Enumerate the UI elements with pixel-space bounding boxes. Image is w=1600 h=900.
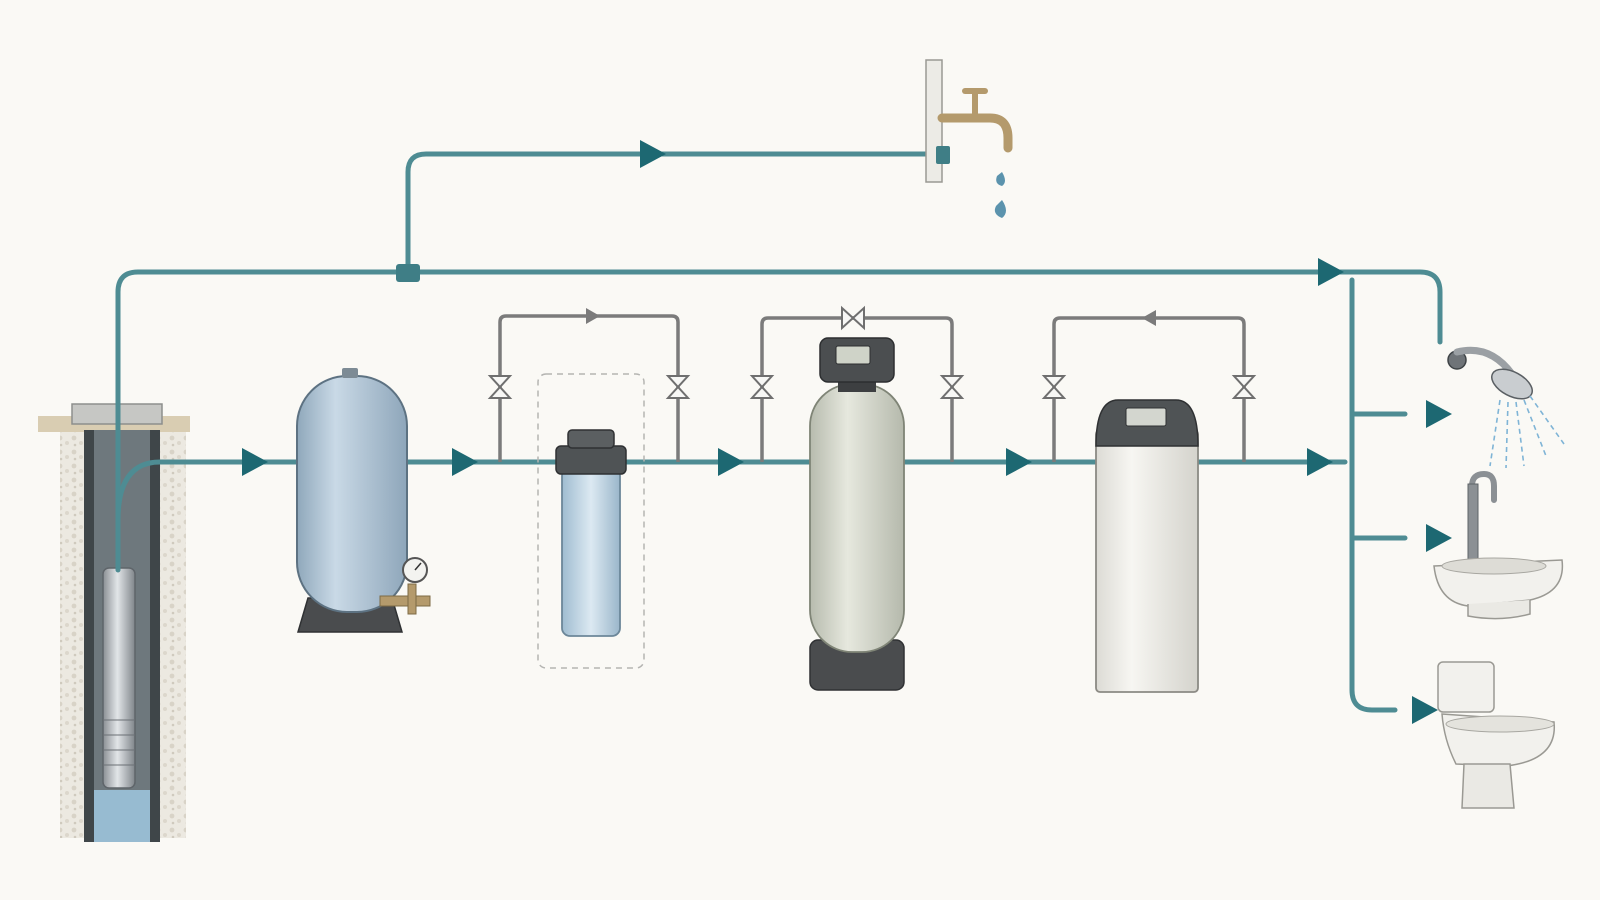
bypass-valve-icon <box>1041 375 1257 399</box>
water-drop-icon <box>996 172 1005 186</box>
shower-head-icon <box>1447 346 1565 469</box>
sink-icon <box>1433 470 1564 620</box>
spigot-branch-pipe <box>405 151 941 275</box>
submersible-pump-icon <box>102 567 136 789</box>
bypass-valve-icon <box>749 305 965 399</box>
faucet-icon <box>925 59 1013 218</box>
bypass-arrow <box>586 308 600 324</box>
toilet-icon <box>1437 661 1555 809</box>
flow-arrow <box>242 448 268 476</box>
water-drop-icon <box>994 200 1006 218</box>
bypass-arrow <box>1142 310 1156 326</box>
flow-arrow <box>452 448 478 476</box>
pressure-tank-icon <box>296 368 408 633</box>
flow-arrow <box>1412 696 1438 724</box>
flow-arrow <box>1006 448 1032 476</box>
filter-housing-outline <box>537 373 645 669</box>
cartridge-filter-icon <box>555 429 627 637</box>
flow-arrow <box>718 448 744 476</box>
pressure-gauge-icon <box>379 557 431 615</box>
media-tank-icon <box>809 337 905 691</box>
flow-arrow <box>1426 524 1452 552</box>
pump-discharge-pipe <box>115 459 299 523</box>
distribution-manifold-pipe <box>1349 277 1398 713</box>
flow-arrows <box>242 140 1452 724</box>
flow-arrow <box>640 140 666 168</box>
bypass-valve-icon <box>487 375 691 399</box>
tee-fitting <box>396 264 420 282</box>
flow-arrow <box>1307 448 1333 476</box>
flow-arrow <box>1318 258 1344 286</box>
supply-trunk-pipe <box>115 269 1443 573</box>
softener-cabinet-icon <box>1095 399 1199 693</box>
flow-arrow <box>1426 400 1452 428</box>
